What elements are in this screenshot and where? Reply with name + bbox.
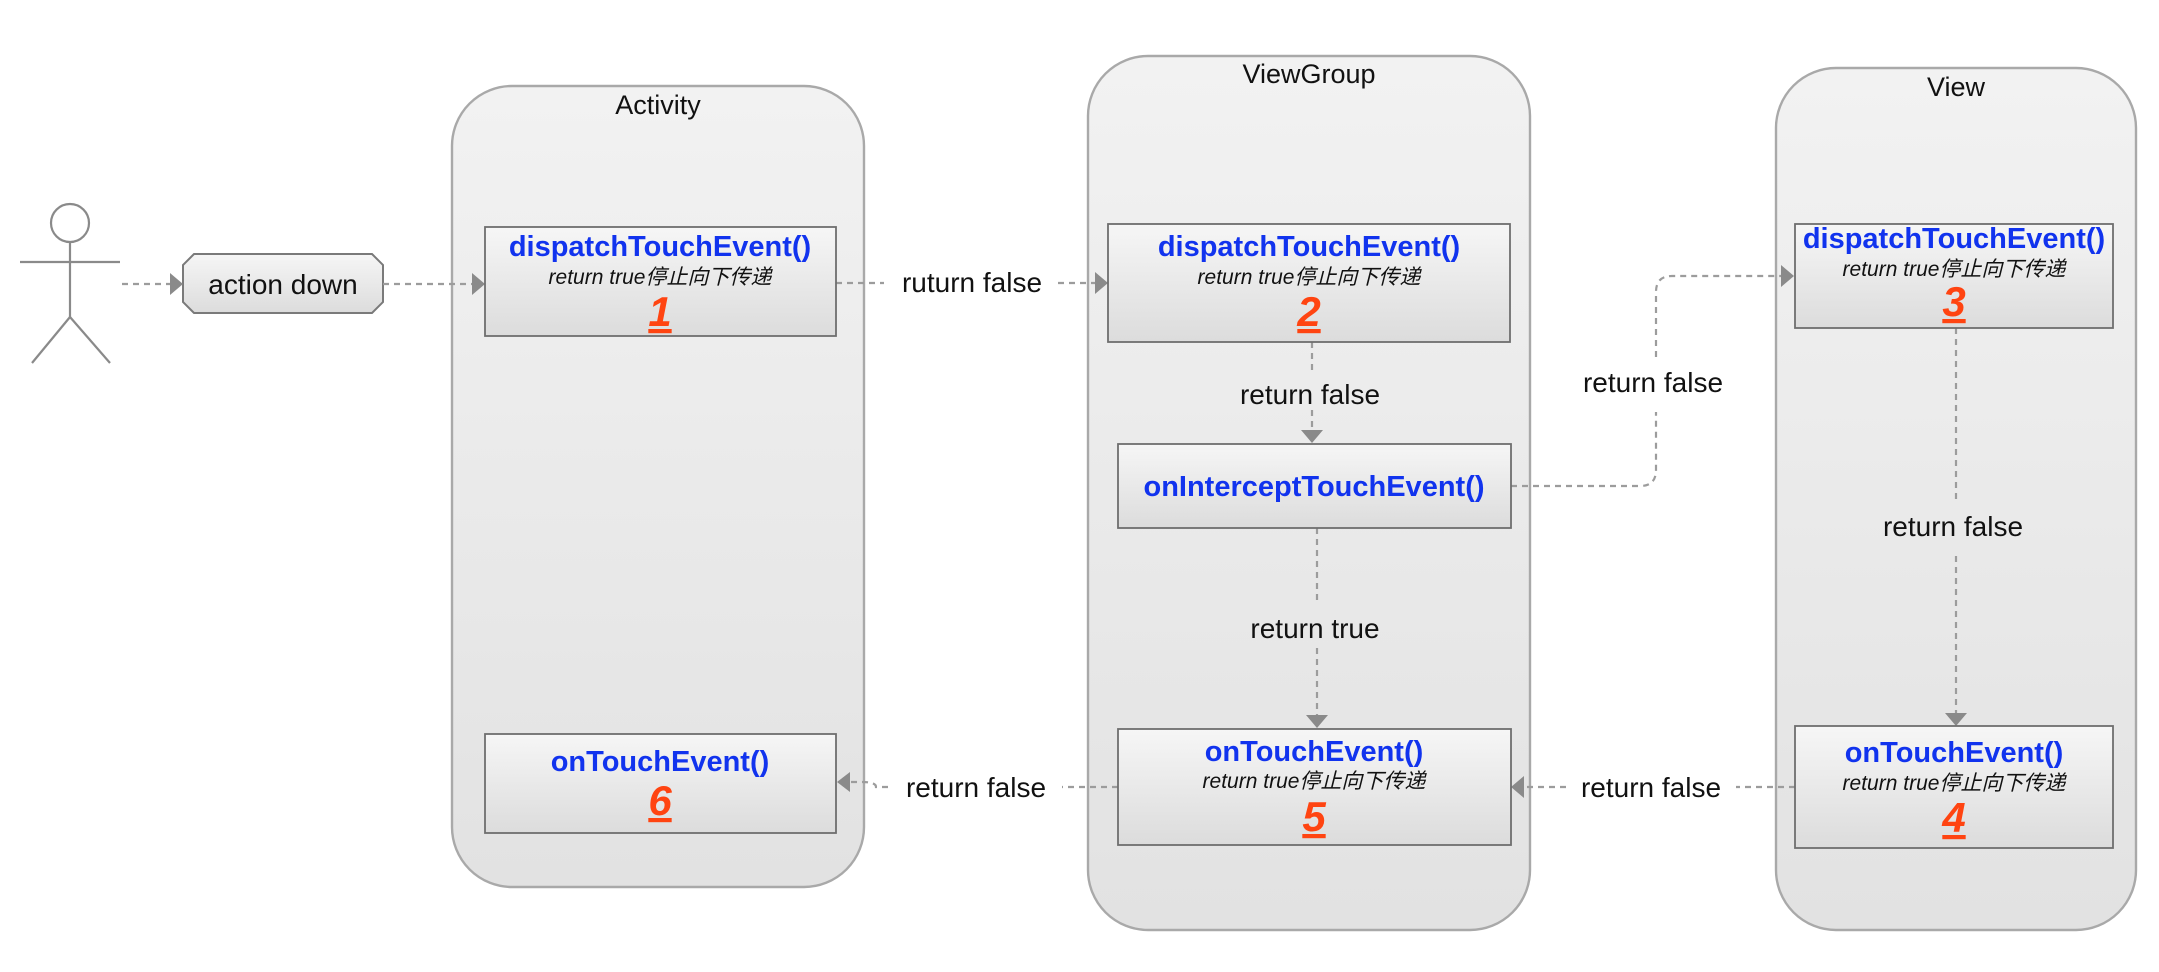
edge-intercept-to-view-dispatch: return false: [1511, 265, 1794, 488]
edge-actor-to-action-down: [122, 273, 183, 295]
lane-view-title: View: [1927, 72, 1986, 102]
viewgroup-dispatch-note: return true停止向下传递: [1198, 266, 1423, 289]
edge-activity-to-viewgroup: ruturn false: [836, 267, 1108, 298]
edge-label-intercept-to-vg-touch: return true: [1250, 613, 1379, 644]
viewgroup-touch-note: return true停止向下传递: [1203, 770, 1428, 793]
action-down-event: action down: [182, 253, 384, 314]
edge-label-vg-touch-to-activity-touch: return false: [906, 772, 1046, 803]
view-touch-step: 4: [1941, 794, 1965, 841]
activity-dispatch-step: 1: [648, 288, 671, 335]
lane-activity-title: Activity: [615, 90, 701, 120]
lane-viewgroup-title: ViewGroup: [1242, 59, 1375, 89]
view-dispatch-method: dispatchTouchEvent(): [1803, 223, 2105, 255]
edge-label-view-touch-to-vg-touch: return false: [1581, 772, 1721, 803]
activity-dispatch-method: dispatchTouchEvent(): [509, 231, 811, 263]
action-down-label: action down: [208, 269, 357, 300]
viewgroup-touch-method: onTouchEvent(): [1205, 736, 1424, 768]
actor-icon: [20, 202, 120, 364]
viewgroup-dispatch-node: dispatchTouchEvent() return true停止向下传递 2: [1107, 223, 1511, 343]
edge-label-activity-to-viewgroup: ruturn false: [902, 267, 1042, 298]
view-dispatch-note: return true停止向下传递: [1843, 258, 2068, 281]
viewgroup-touch-node: onTouchEvent() return true停止向下传递 5: [1117, 728, 1512, 846]
edge-vg-dispatch-to-intercept: return false: [1240, 342, 1380, 443]
activity-dispatch-node: dispatchTouchEvent() return true停止向下传递 1: [484, 226, 837, 337]
edge-intercept-to-vg-touch: return true: [1250, 528, 1380, 728]
view-touch-note: return true停止向下传递: [1843, 772, 2068, 795]
viewgroup-intercept-node: onInterceptTouchEvent(): [1117, 443, 1512, 529]
activity-dispatch-note: return true停止向下传递: [549, 266, 774, 289]
edge-vg-touch-to-activity-touch: return false: [837, 772, 1118, 803]
activity-touch-method: onTouchEvent(): [551, 746, 770, 778]
viewgroup-dispatch-method: dispatchTouchEvent(): [1158, 231, 1460, 263]
activity-touch-step: 6: [648, 777, 672, 824]
edge-view-touch-to-vg-touch: return false: [1511, 772, 1795, 803]
viewgroup-touch-step: 5: [1302, 793, 1326, 840]
viewgroup-dispatch-step: 2: [1296, 288, 1320, 335]
edge-label-intercept-to-view: return false: [1583, 367, 1723, 398]
view-touch-node: onTouchEvent() return true停止向下传递 4: [1794, 725, 2114, 849]
edge-action-down-to-activity: [383, 273, 485, 295]
view-touch-method: onTouchEvent(): [1845, 737, 2064, 769]
edge-view-dispatch-to-view-touch: return false: [1883, 328, 2023, 726]
view-dispatch-node: dispatchTouchEvent() return true停止向下传递 3: [1794, 223, 2114, 329]
view-dispatch-step: 3: [1942, 278, 1965, 325]
edge-label-view-dispatch-to-touch: return false: [1883, 511, 2023, 542]
edge-label-vg-dispatch-to-intercept: return false: [1240, 379, 1380, 410]
viewgroup-intercept-method: onInterceptTouchEvent(): [1143, 471, 1484, 503]
activity-touch-node: onTouchEvent() 6: [484, 733, 837, 834]
